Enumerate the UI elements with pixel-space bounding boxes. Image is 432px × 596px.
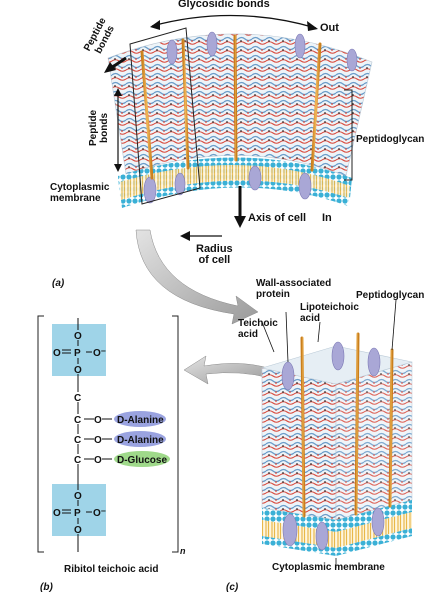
peptidoglycan-label-a: Peptidoglycan — [356, 134, 425, 145]
d-alanine-oval-1 — [114, 411, 166, 427]
atom-o-side-1: O — [94, 415, 102, 426]
membrane-proteins-c — [282, 507, 385, 551]
in-label: In — [322, 212, 332, 224]
panel-a-label: (a) — [52, 278, 65, 289]
teichoic-rods-c — [274, 332, 394, 522]
cytoplasmic-membrane-label-c: Cytoplasmic membrane — [272, 562, 385, 573]
glycosidic-bonds-label: Glycosidic bonds — [178, 0, 270, 10]
out-label: Out — [320, 22, 339, 34]
atom-o-eq-1: O — [53, 348, 61, 359]
atom-o-side-2: O — [94, 435, 102, 446]
atom-c-3: C — [74, 435, 81, 446]
peptidoglycan-label-c: Peptidoglycan — [356, 290, 425, 301]
panel-a-wall — [107, 27, 373, 208]
phosphate-box-bottom — [52, 484, 106, 536]
atom-c-4: C — [74, 455, 81, 466]
atom-o-1: O — [74, 331, 82, 342]
panel-c-label: (c) — [226, 582, 239, 593]
panel-c-block — [261, 299, 413, 568]
ribitol-teichoic-acid-label: Ribitol teichoic acid — [64, 564, 159, 575]
phosphate-box-top — [52, 324, 106, 376]
d-alanine-label-2: D-Alanine — [117, 435, 164, 446]
membrane-proteins-a — [143, 165, 312, 204]
teichoic-rods-a — [140, 30, 322, 180]
d-glucose-label: D-Glucose — [117, 455, 167, 466]
atom-p-1: P — [74, 348, 81, 359]
lipoteichoic-acid-label: Lipoteichoic acid — [300, 302, 359, 324]
atom-o-2: O — [74, 365, 82, 376]
atom-o-4: O — [74, 525, 82, 536]
d-alanine-label-1: D-Alanine — [117, 415, 164, 426]
wall-associated-protein-label: Wall-associated protein — [256, 278, 332, 300]
axis-of-cell-label: Axis of cell — [248, 212, 307, 224]
panel-b-structure: O O P O⁻ O C C O C O C O O O P O⁻ O D-Al… — [37, 315, 179, 553]
atom-o-side-3: O — [94, 455, 102, 466]
atom-ominus-2: O⁻ — [93, 508, 106, 519]
atom-c-2: C — [74, 415, 81, 426]
wall-proteins-a — [166, 31, 358, 72]
atom-o-3: O — [74, 491, 82, 502]
subscript-n: n — [180, 546, 186, 556]
atom-o-eq-2: O — [53, 508, 61, 519]
glycosidic-arrow — [151, 14, 317, 29]
arrow-c-to-b — [183, 355, 271, 385]
panel-b-label: (b) — [40, 582, 53, 593]
atom-c-1: C — [74, 393, 81, 404]
atom-ominus-1: O⁻ — [93, 348, 106, 359]
cytoplasmic-membrane-label-a: Cytoplasmic membrane — [50, 182, 110, 204]
radius-of-cell-label: Radius of cell — [196, 243, 233, 266]
peptide-bonds-side-label: Peptide bonds — [88, 109, 110, 146]
d-alanine-oval-2 — [114, 431, 166, 447]
wall-proteins-c — [281, 341, 381, 391]
d-glucose-oval — [114, 451, 170, 467]
teichoic-acid-label: Teichoic acid — [238, 318, 278, 340]
curved-arrow-a-to-c — [135, 229, 259, 325]
atom-p-2: P — [74, 508, 81, 519]
